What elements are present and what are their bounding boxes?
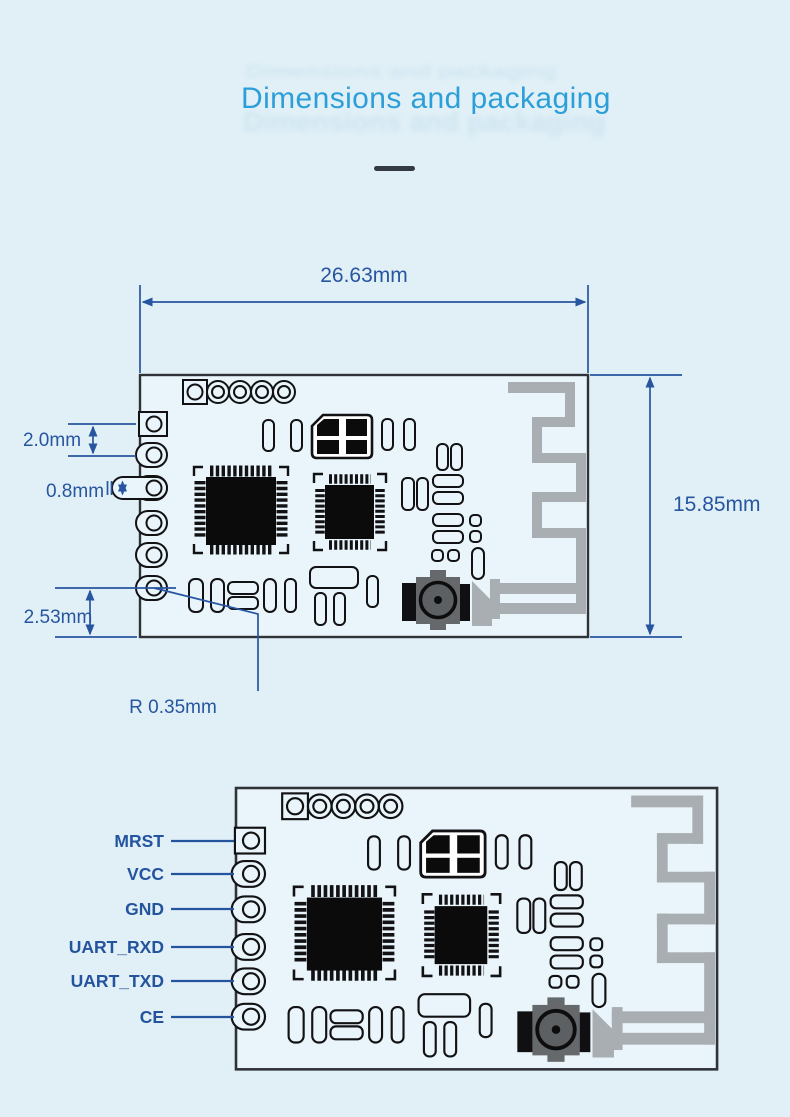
dim-bottom-offset-label: 2.53mm [24,607,93,628]
dim-pin-pitch-label: 2.0mm [23,430,81,451]
pin-label-uart-rxd: UART_RXD [69,937,164,957]
page-title: Dimensions and packaging [241,82,611,115]
pin-label-ce: CE [140,1007,164,1027]
pin-label-mrst: MRST [114,831,164,851]
pin-label-gnd: GND [125,899,164,919]
pcb-pinout-view [232,788,717,1069]
pin-label-uart-txd: UART_TXD [71,971,164,991]
dim-hole-radius-label: R 0.35mm [129,697,217,718]
protruding-pin-detail [111,476,168,500]
dim-pin-width: 0.8mm [46,480,127,502]
pinout-labels: MRST VCC GND UART_RXD UART_TXD CE [69,831,234,1027]
dim-pin-width-label: 0.8mm [46,481,104,502]
pin-label-vcc: VCC [127,864,164,884]
dim-pin-pitch: 2.0mm [23,423,136,457]
dim-height: 15.85mm [590,374,761,638]
pcb-top-view [136,375,588,637]
dim-height-label: 15.85mm [673,493,761,516]
title-divider [374,166,415,171]
dim-hole-radius: R 0.35mm [129,587,259,718]
dim-bottom-offset: 2.53mm [24,587,176,638]
dim-width: 26.63mm [139,264,589,373]
dim-width-label: 26.63mm [320,264,408,287]
